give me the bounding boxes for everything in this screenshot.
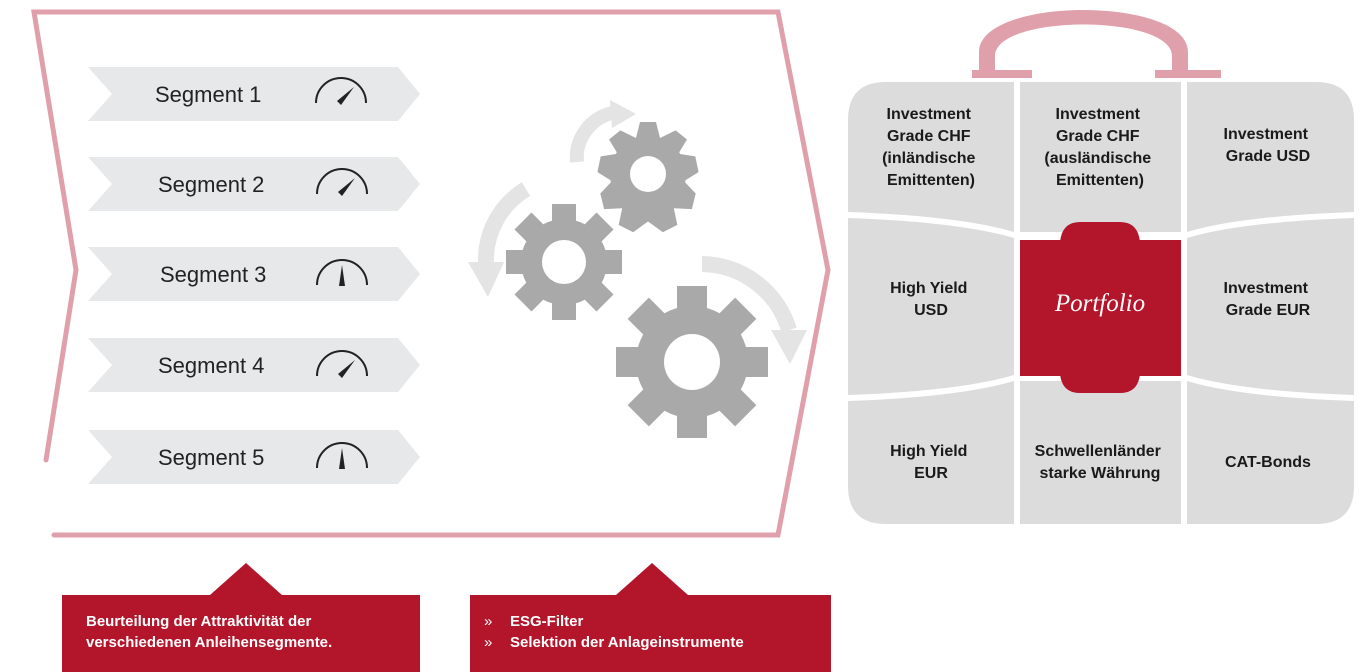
segment-label: Segment 5 xyxy=(158,445,264,470)
portfolio-cell xyxy=(848,82,1014,232)
callout-selection: » ESG-Filter » Selektion der Anlageinstr… xyxy=(470,563,831,672)
portfolio-cell xyxy=(1187,82,1354,232)
bullet-text: Selektion der Anlageinstrumente xyxy=(510,634,744,651)
gears-illustration xyxy=(468,100,807,438)
cell-label: CAT-Bonds xyxy=(1225,454,1311,471)
portfolio-cell xyxy=(1020,381,1181,524)
briefcase-handle xyxy=(979,10,1188,72)
segment-item: Segment 2 xyxy=(88,157,420,211)
portfolio-cell xyxy=(1020,82,1181,232)
gauge-icon-up xyxy=(316,442,368,469)
cell-label: Schwellenländer starke Währung xyxy=(1035,443,1166,482)
gauge-icon-up xyxy=(316,259,368,286)
gear-icon xyxy=(597,122,699,233)
portfolio-briefcase: Portfolio Investment Grade CHF (inländis… xyxy=(848,10,1354,524)
cell-label: Investment Grade CHF (inländische Emitte… xyxy=(882,106,980,189)
process-frame xyxy=(31,9,831,538)
segment-item: Segment 1 xyxy=(88,67,420,121)
segment-item: Segment 3 xyxy=(88,247,420,301)
circular-arrow-icon xyxy=(477,182,531,263)
cell-label: Investment Grade USD xyxy=(1224,126,1313,165)
callout-segment-assessment: Beurteilung der Attraktivität der versch… xyxy=(62,563,420,672)
callout-bullet: » ESG-Filter xyxy=(484,611,831,632)
portfolio-label: Portfolio xyxy=(1054,290,1145,317)
portfolio-center: Portfolio xyxy=(1020,222,1181,393)
portfolio-cell xyxy=(1187,218,1354,395)
portfolio-cell xyxy=(1187,381,1354,524)
segment-list: Segment 1 Segment 2 Segment 3 Segme xyxy=(88,67,420,484)
callout-line: Beurteilung der Attraktivität der xyxy=(86,613,312,630)
gauge-icon-right xyxy=(316,168,368,196)
segment-label: Segment 2 xyxy=(158,172,264,197)
bullet-mark: » xyxy=(484,613,493,630)
callout-bullet: » Selektion der Anlageinstrumente xyxy=(484,632,831,653)
cell-label: Investment Grade CHF (ausländische Emitt… xyxy=(1044,106,1155,189)
segment-label: Segment 3 xyxy=(160,262,266,287)
circular-arrow-icon xyxy=(569,106,614,163)
cell-label: High Yield USD xyxy=(890,280,972,319)
cell-label: High Yield EUR xyxy=(890,443,972,482)
bullet-text: ESG-Filter xyxy=(510,613,584,630)
cell-label: Investment Grade EUR xyxy=(1224,280,1313,319)
portfolio-cell xyxy=(848,381,1014,524)
gauge-icon-right xyxy=(316,350,368,378)
portfolio-cell xyxy=(848,218,1014,395)
callout-line: verschiedenen Anleihensegmente. xyxy=(86,634,333,651)
gauge-icon-right xyxy=(315,77,367,105)
portfolio-cell-labels: Investment Grade CHF (inländische Emitte… xyxy=(882,106,1313,482)
segment-item: Segment 4 xyxy=(88,338,420,392)
segment-label: Segment 4 xyxy=(158,353,264,378)
gear-icon xyxy=(506,204,622,320)
segment-item: Segment 5 xyxy=(88,430,420,484)
circular-arrow-icon xyxy=(701,256,797,333)
gear-icon xyxy=(616,286,768,438)
bullet-mark: » xyxy=(484,634,493,651)
segment-label: Segment 1 xyxy=(155,82,261,107)
